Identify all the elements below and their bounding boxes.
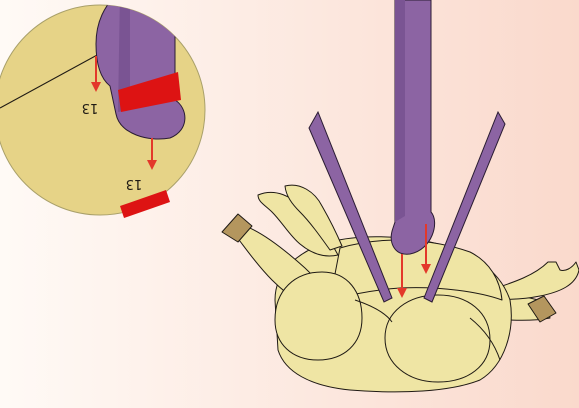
left-thigh [275,272,362,360]
central-probe [391,0,434,254]
right-thigh [385,295,490,382]
inset-label-top: 13 [82,100,99,115]
inset-label-bottom: 13 [126,176,143,191]
